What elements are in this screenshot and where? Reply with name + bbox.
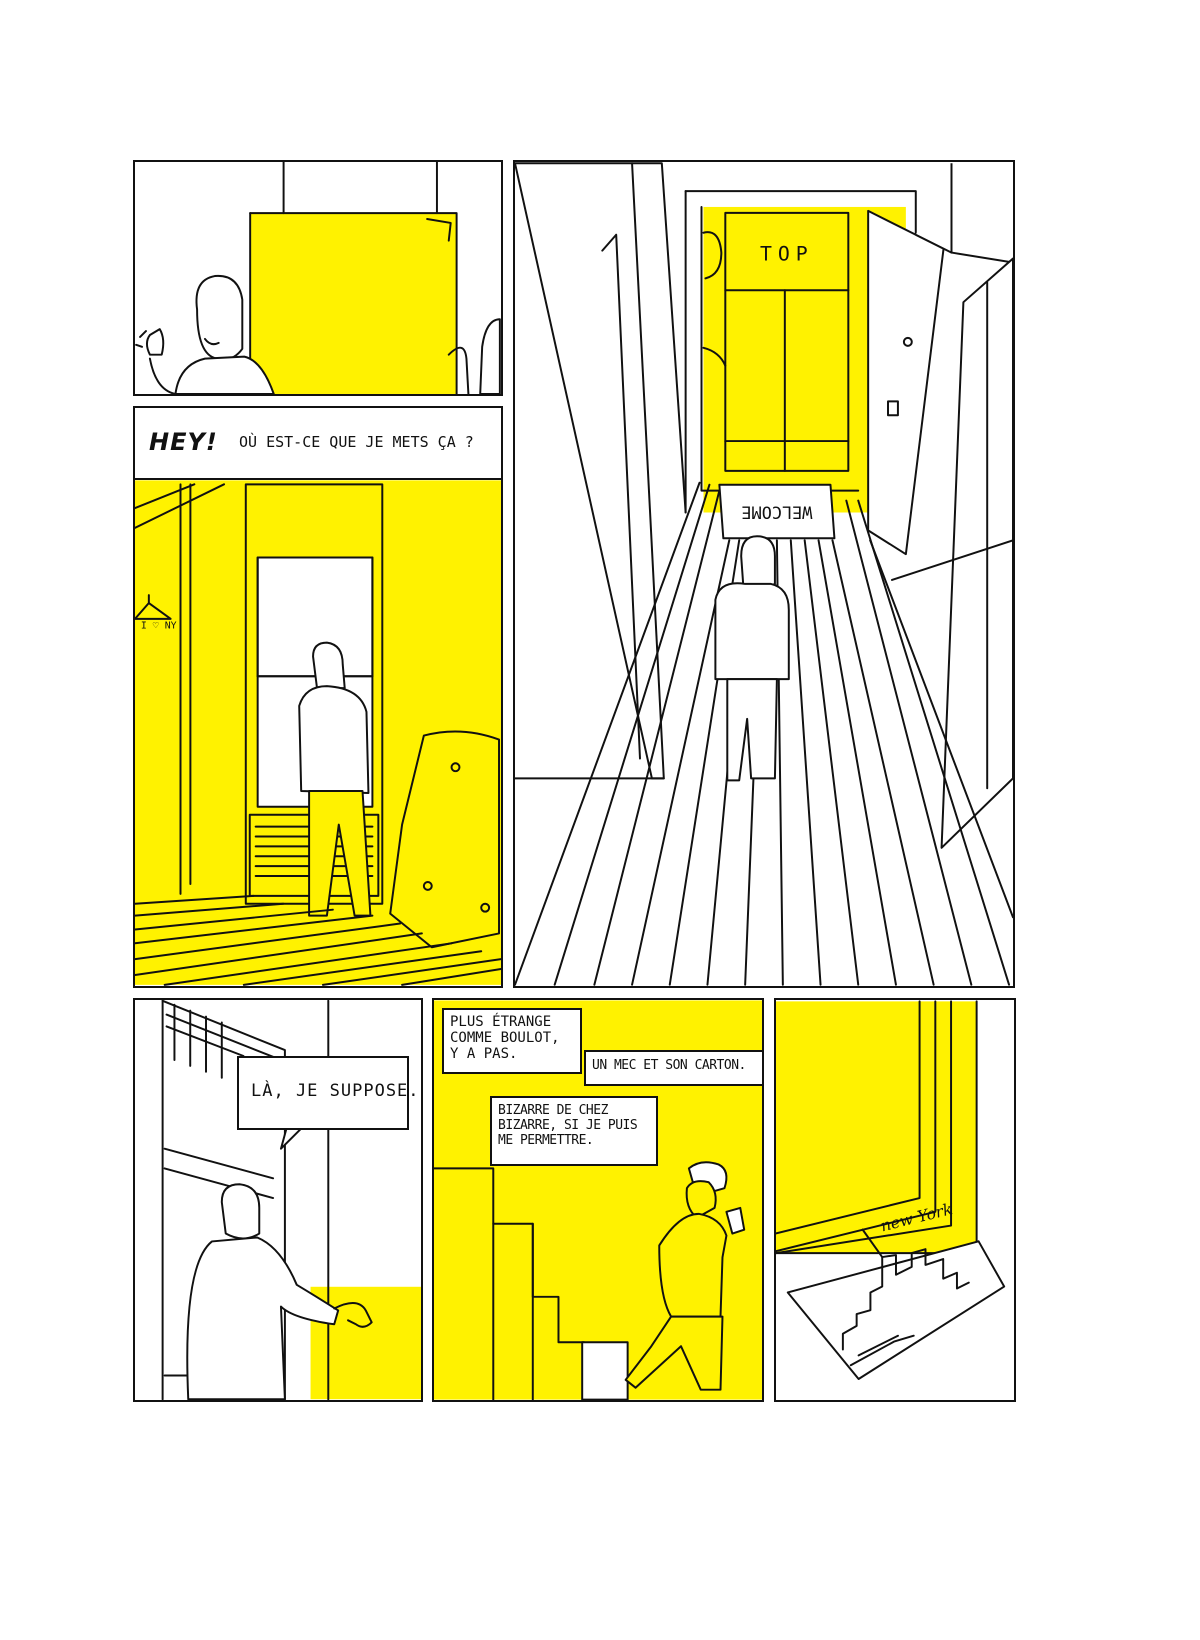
panel-3-caption-bar: [135, 408, 501, 480]
caption-box-3: [490, 1096, 658, 1166]
panel-3-art: I ♡ NY: [135, 480, 501, 986]
caption-1: PLUS ÉTRANGE COMME BOULOT, Y A PAS.: [450, 1014, 560, 1063]
caption-3: BIZARRE DE CHEZ BIZARRE, SI JE PUIS ME P…: [498, 1103, 638, 1148]
man-head: [195, 274, 244, 361]
caption-box-2: [584, 1050, 762, 1086]
panel-6: new York: [774, 998, 1016, 1402]
caption-2: UN MEC ET SON CARTON.: [592, 1058, 746, 1073]
panel-6-art: new York: [776, 1000, 1006, 1380]
hey-exclamation: HEY!: [149, 428, 218, 456]
hanger-label: I ♡ NY: [141, 621, 177, 632]
speech-balloon: [237, 1056, 409, 1130]
welcome-mat: [718, 483, 836, 540]
panel-2: TOP WELCOME: [513, 160, 1015, 988]
phone-icon: [145, 328, 165, 356]
panel-1: [133, 160, 503, 396]
caption-box-1: [442, 1008, 582, 1074]
speech-text: LÀ, JE SUPPOSE.: [251, 1081, 420, 1101]
phone-icon: [725, 1206, 746, 1235]
panel-4: LÀ, JE SUPPOSE.: [133, 998, 423, 1402]
welcome-mat-label: WELCOME: [741, 503, 812, 523]
panel-5: PLUS ÉTRANGE COMME BOULOT, Y A PAS. UN M…: [432, 998, 764, 1402]
panel-2-art: TOP WELCOME: [515, 162, 1013, 986]
box-label: TOP: [760, 243, 814, 266]
walking-man-head: [740, 535, 776, 589]
panel-1-art: [135, 162, 501, 394]
where-question: OÙ EST-CE QUE JE METS ÇA ?: [239, 433, 474, 451]
panel-3: I ♡ NY: [133, 406, 503, 988]
